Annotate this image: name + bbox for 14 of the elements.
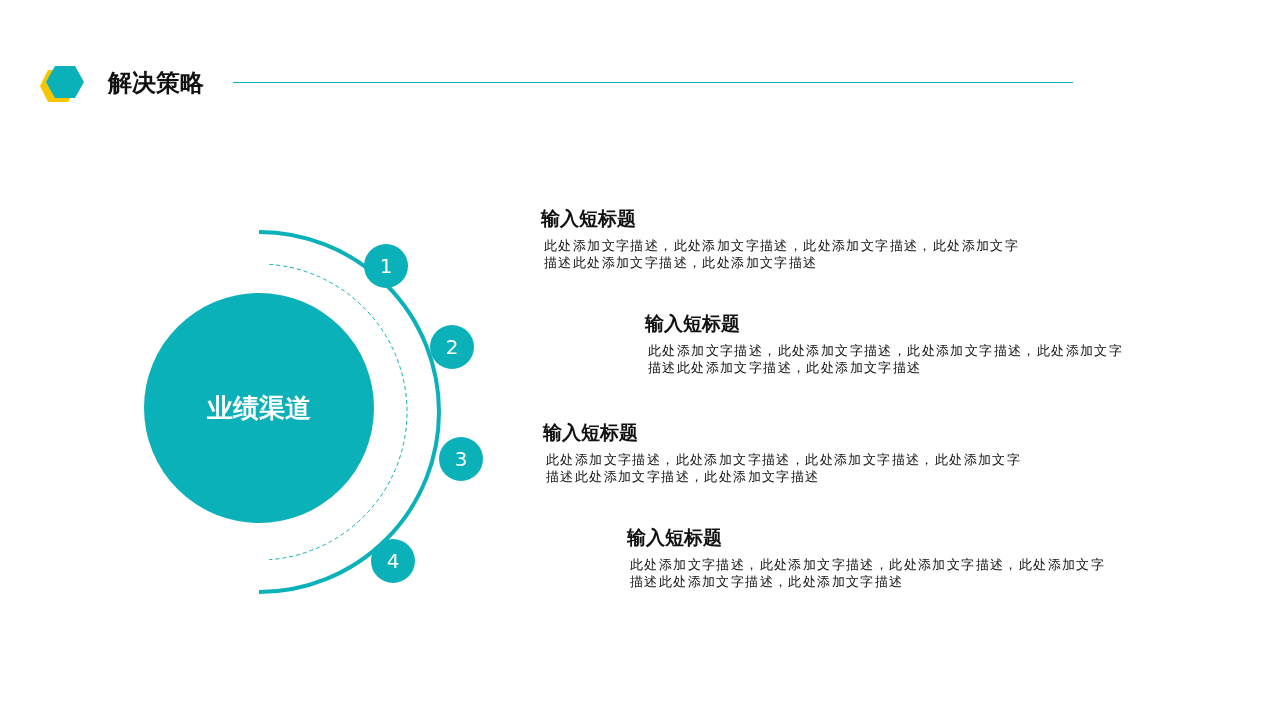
number-circle: 1 — [364, 244, 408, 288]
item-description: 此处添加文字描述，此处添加文字描述，此处添加文字描述，此处添加文字描述此处添加文字描述，此处添加文字描述 — [544, 237, 1021, 271]
item-heading: 输入短标题 — [627, 525, 722, 550]
number-circle: 3 — [439, 437, 483, 481]
item-heading: 输入短标题 — [645, 311, 740, 336]
item-description: 此处添加文字描述，此处添加文字描述，此处添加文字描述，此处添加文字描述此处添加文字描述，此处添加文字描述 — [630, 556, 1107, 590]
slide-title: 解决策略 — [108, 68, 204, 99]
item-description: 此处添加文字描述，此处添加文字描述，此处添加文字描述，此处添加文字描述此处添加文字描述，此处添加文字描述 — [546, 451, 1023, 485]
item-heading: 输入短标题 — [543, 420, 638, 445]
center-circle: 业绩渠道 — [144, 293, 374, 523]
number-circle: 2 — [430, 325, 474, 369]
item-heading: 输入短标题 — [541, 206, 636, 231]
item-description: 此处添加文字描述，此处添加文字描述，此处添加文字描述，此处添加文字描述此处添加文字描述，此处添加文字描述 — [648, 342, 1125, 376]
number-circle: 4 — [371, 539, 415, 583]
